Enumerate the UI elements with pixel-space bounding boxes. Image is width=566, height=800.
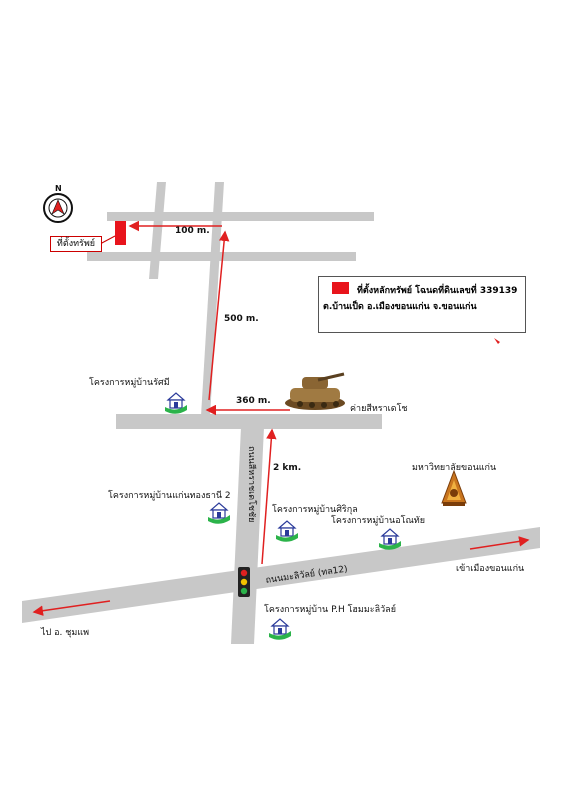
legend-swatch [332,282,349,294]
place-camp: ค่ายสีหราเดโช [350,404,408,414]
north-label: N [55,184,62,193]
place-university: มหาวิทยาลัยขอนแก่น [412,463,497,473]
arrow-khonkaen [469,536,530,550]
house-icon-sirikul [275,520,299,543]
traffic-light-icon [238,567,250,597]
university-emblem-icon [441,469,467,506]
distance-360m: 360 m. [236,396,271,406]
direction-khonkaen: เข้าเมืองขอนแก่น [456,564,525,574]
property-pointer-line [99,235,116,245]
legend-line-1: ที่ตั้งหลักทรัพย์ โฉนดที่ดินเลขที่ 33913… [357,286,518,296]
distance-500m: 500 m. [224,314,259,324]
house-icon-ph-home [268,618,292,641]
house-icon-kaenthong [207,502,231,525]
place-athitya: โครงการหมู่บ้านอโณทัย [331,516,425,526]
road-connector-right [201,182,224,416]
house-icon-ratsami [164,392,188,415]
direction-chumphae: ไป อ. ชุมแพ [41,628,90,638]
road-mittraphap [22,527,540,623]
place-kaenthong: โครงการหมู่บ้านแก่นทองธานี 2 [108,491,231,501]
distance-100m: 100 m. [175,226,210,236]
compass-icon [43,193,73,223]
arrow-chumphae [32,600,111,616]
arrow-2km [261,428,277,565]
road-label-sihadecha: ถนนสีหราชเดโชชัย [246,446,257,522]
road-connector-left [149,182,166,279]
road-top-1 [107,212,374,221]
property-marker [115,221,126,245]
place-ratsami: โครงการหมู่บ้านรัศมี [89,378,170,388]
distance-2km: 2 km. [273,463,302,473]
legend-line-2: ต.บ้านเป็ด อ.เมืองขอนแก่น จ.ขอนแก่น [323,302,477,312]
place-sirikul: โครงการหมู่บ้านศิริกุล [272,505,358,515]
arrow-500m [208,230,230,401]
house-icon-athitya [378,528,402,551]
legend-box: ที่ตั้งหลักทรัพย์ โฉนดที่ดินเลขที่ 33913… [318,276,526,333]
place-ph-home: โครงการหมู่บ้าน P.H โฮมมะลิวัลย์ [264,605,396,615]
property-label: ที่ตั้งทรัพย์ [50,236,102,252]
distance-arrows [32,220,530,616]
tank-icon [285,372,345,410]
road-camp [116,414,382,429]
pin-icon [494,338,500,344]
road-top-2 [87,252,356,261]
